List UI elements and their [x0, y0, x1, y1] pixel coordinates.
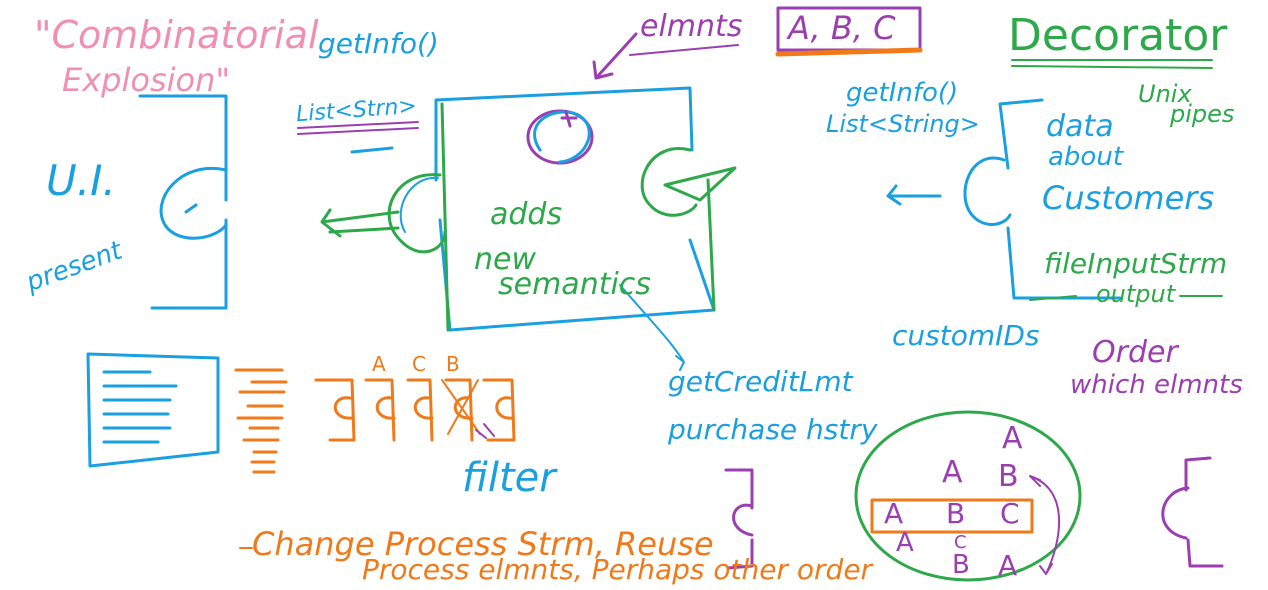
unix-label-1: Unix	[1138, 80, 1192, 108]
unix-label-2: pipes	[1170, 100, 1235, 128]
purple-bracket-left	[724, 468, 754, 570]
filter-label: filter	[462, 455, 556, 501]
order-label-2: which elmnts	[1070, 370, 1243, 400]
credit-label-1: getCreditLmt	[668, 365, 853, 398]
elements-arrow	[592, 32, 638, 80]
abc-highlight	[870, 498, 1034, 534]
reuse-line-2: Process elmnts, Perhaps other order	[362, 553, 873, 586]
reuse-line-1: Change Process Strm, Reuse	[252, 525, 714, 563]
oval-letter: B	[952, 550, 970, 580]
semantics-label: semantics	[498, 267, 651, 302]
semantics-pointer	[619, 284, 685, 371]
output-label: output	[1096, 280, 1176, 308]
left-arrow	[320, 208, 400, 238]
oval-letter: A	[896, 528, 914, 558]
oval-letter: A	[884, 497, 904, 530]
abc-label: A, B, C	[788, 9, 896, 47]
oval-letter: A	[998, 549, 1018, 582]
bracket-chain	[314, 378, 516, 442]
chain-label-c: C	[412, 352, 426, 376]
oval-letter: A	[1002, 421, 1023, 456]
new-label: new	[474, 242, 537, 277]
data-bracket	[998, 98, 1122, 300]
oval-letter: C	[1000, 497, 1020, 530]
center-box-green	[440, 102, 716, 332]
right-socket	[640, 147, 698, 217]
oval-letter: C	[954, 532, 967, 553]
data-label-2: about	[1048, 142, 1124, 172]
ui-socket	[159, 167, 228, 240]
left-socket	[387, 173, 447, 254]
chain-label-a: A	[372, 352, 386, 376]
file-label: fileInputStrm	[1044, 247, 1228, 280]
adds-label: adds	[490, 197, 563, 232]
right-list-label: List<String>	[826, 110, 980, 138]
right-getinfo-label: getInfo()	[846, 78, 959, 108]
title-line-2: Explosion"	[62, 61, 231, 99]
custom-label: customIDs	[892, 319, 1040, 352]
right-arrow	[663, 166, 737, 202]
data-label-1: data	[1046, 109, 1114, 144]
center-box-blue	[434, 86, 716, 332]
data-label-3: Customers	[1042, 179, 1215, 217]
elements-label: elmnts	[640, 9, 743, 44]
permutation-oval	[854, 410, 1082, 582]
oval-letter: B	[946, 497, 966, 530]
credit-label-2: purchase hstry	[668, 413, 878, 446]
decorator-title: Decorator	[1008, 10, 1228, 61]
data-socket	[963, 156, 1012, 226]
ui-label: U.I.	[46, 156, 116, 205]
title-line-1: "Combinatorial	[34, 13, 319, 57]
order-label-1: Order	[1092, 335, 1178, 370]
oval-letter: A	[942, 455, 963, 490]
ui-bracket	[138, 94, 228, 310]
purple-bracket-right	[1184, 456, 1224, 568]
chain-label-b: B	[446, 352, 460, 376]
oval-letter: B	[998, 459, 1019, 494]
document-icon	[86, 352, 220, 468]
stack-lines	[234, 368, 288, 474]
getinfo-label: getInfo()	[318, 27, 439, 60]
